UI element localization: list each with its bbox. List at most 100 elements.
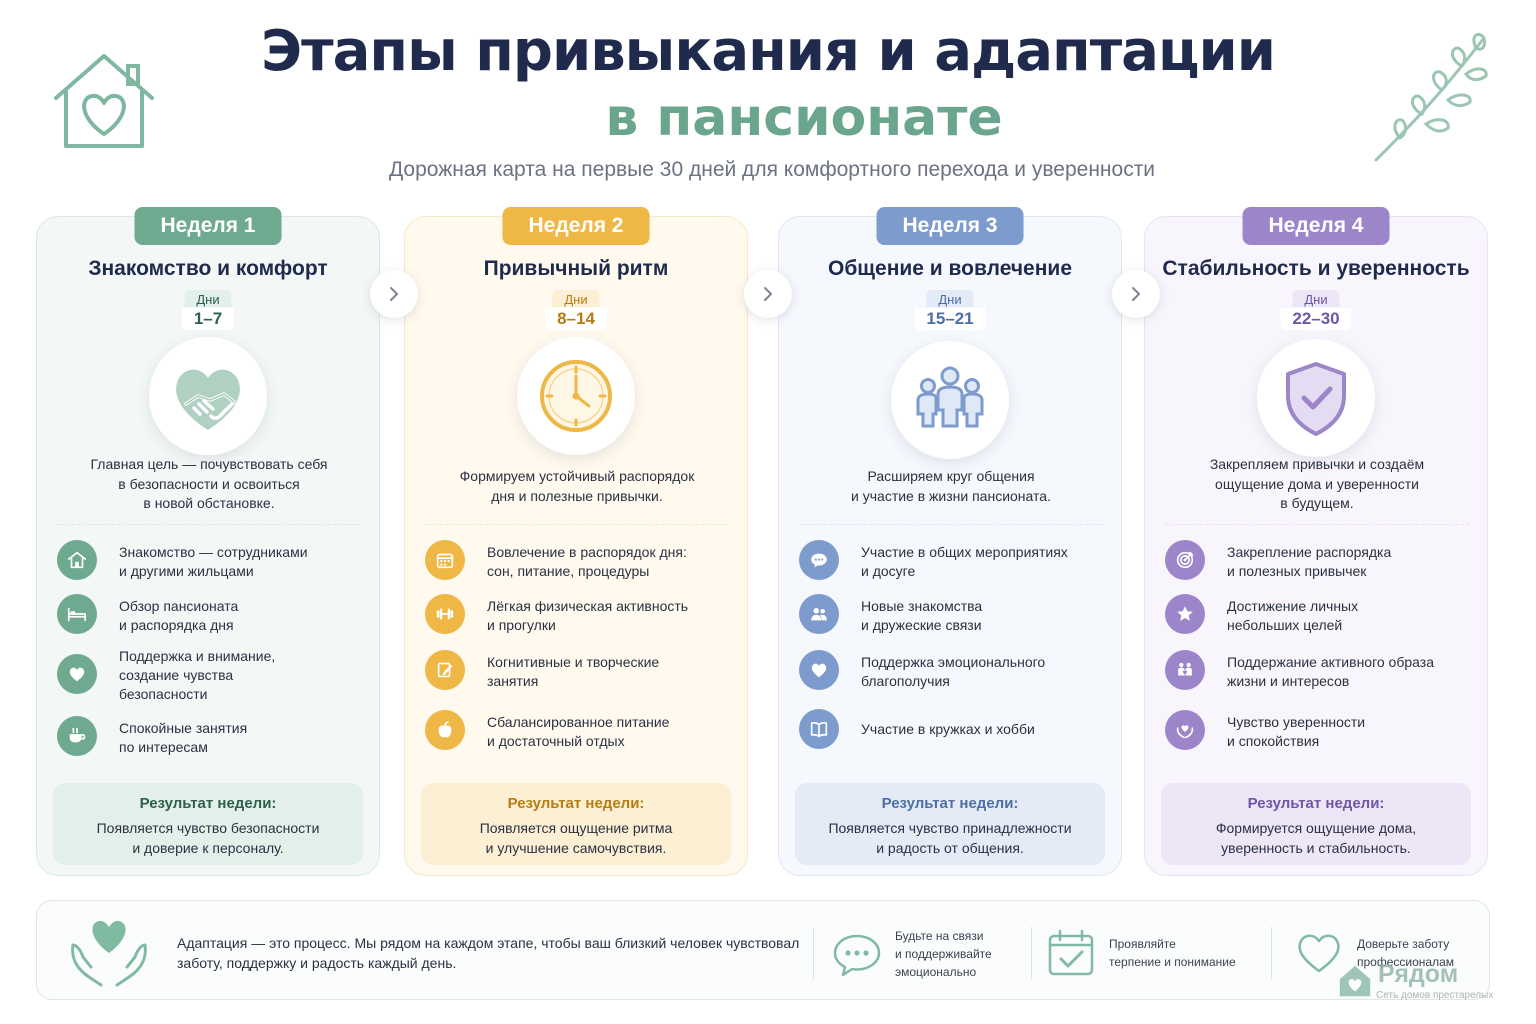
activity-icon-badge xyxy=(1165,594,1205,634)
footer-message: Адаптация — это процесс. Мы рядом на каж… xyxy=(177,935,800,971)
activity-item: Когнитивные и творческие занятия xyxy=(425,649,735,691)
hero-badge xyxy=(1257,339,1375,457)
chevron-right-icon xyxy=(764,287,772,301)
footer-divider xyxy=(813,927,814,979)
chevron-right-icon xyxy=(390,287,398,301)
clock-icon xyxy=(540,360,612,432)
heart-icon xyxy=(69,667,85,681)
house-icon xyxy=(67,551,87,569)
hero-badge xyxy=(891,341,1009,459)
activity-icon-badge xyxy=(1165,540,1205,580)
activity-item: Поддержка и внимание, создание чувства б… xyxy=(57,643,367,704)
days-label: Дни xyxy=(184,290,232,307)
activity-text: Поддержание активного образа жизни и инт… xyxy=(1227,654,1434,689)
brand-tagline: Сеть домов престарелых xyxy=(1376,990,1494,1001)
result-title: Результат недели: xyxy=(881,795,1019,812)
tip-patience: Проявляйте терпение и понимание xyxy=(1045,927,1236,979)
days-label: Дни xyxy=(1292,290,1340,307)
activity-item: Спокойные занятия по интересам xyxy=(57,715,367,757)
activity-icon-badge xyxy=(799,709,839,749)
activity-icon-badge xyxy=(1165,650,1205,690)
house-logo-icon xyxy=(1339,965,1371,997)
next-arrow-2[interactable] xyxy=(744,270,792,318)
days-range: 1–7 xyxy=(181,308,235,330)
activity-item: Новые знакомства и дружеские связи xyxy=(799,593,1109,635)
section-divider xyxy=(57,524,361,525)
activity-icon-badge xyxy=(425,594,465,634)
heart-icon xyxy=(811,663,827,678)
activity-text: Сбалансированное питание и достаточный о… xyxy=(487,714,670,749)
activity-text: Вовлечение в распорядок дня: сон, питани… xyxy=(487,544,687,579)
next-arrow-3[interactable] xyxy=(1112,270,1160,318)
page-title-accent: в пансионате xyxy=(605,88,1003,148)
activity-item: Знакомство — сотрудниками и другими жиль… xyxy=(57,539,367,581)
section-divider xyxy=(425,524,729,525)
result-text: Появляется чувство безопасности и довери… xyxy=(96,820,320,856)
week-badge: Неделя 2 xyxy=(502,207,650,245)
hero-badge xyxy=(517,337,635,455)
result-text: Появляется ощущение ритма и улучшение са… xyxy=(479,820,673,856)
people-group-icon xyxy=(916,366,984,428)
activity-text: Поддержка и внимание, создание чувства б… xyxy=(119,648,276,702)
dumbbell-icon xyxy=(436,608,454,620)
activity-text: Поддержка эмоционального благополучия xyxy=(861,654,1046,689)
bed-icon xyxy=(67,607,87,622)
activity-item: Обзор пансионата и распорядка дня xyxy=(57,593,367,635)
friends-icon xyxy=(811,608,827,621)
apple-icon xyxy=(438,721,452,738)
brand-logo: Рядом Сеть домов престарелых xyxy=(1336,958,1536,1018)
calendar-icon xyxy=(436,553,454,569)
result-title: Результат недели: xyxy=(1247,795,1385,812)
days-range: 15–21 xyxy=(914,308,986,330)
activity-item: Вовлечение в распорядок дня: сон, питани… xyxy=(425,539,735,581)
calendar-check-icon xyxy=(1048,929,1094,976)
family-icon xyxy=(1178,662,1192,676)
activity-text: Спокойные занятия по интересам xyxy=(119,720,248,755)
week-title: Знакомство и комфорт xyxy=(88,257,328,280)
activity-icon-badge xyxy=(57,594,97,634)
week-result: Результат недели:Появляется чувство безо… xyxy=(53,783,363,865)
activity-text: Чувство уверенности и спокойствия xyxy=(1227,714,1366,749)
tip-keep-in-touch: Будьте на связи и поддерживайте эмоциона… xyxy=(831,927,992,981)
result-title: Результат недели: xyxy=(507,795,645,812)
week-goal: Закрепляем привычки и создаём ощущение д… xyxy=(1209,456,1425,511)
activity-item: Поддержание активного образа жизни и инт… xyxy=(1165,649,1475,691)
week-title: Стабильность и уверенность xyxy=(1162,257,1470,280)
week-goal: Расширяем круг общения и участие в жизни… xyxy=(851,468,1051,504)
activity-item: Участие в кружках и хобби xyxy=(799,709,1109,749)
activity-item: Достижение личных небольших целей xyxy=(1165,593,1475,635)
result-text: Формируется ощущение дома, уверенность и… xyxy=(1215,820,1417,856)
activity-item: Закрепление распорядка и полезных привыч… xyxy=(1165,539,1475,581)
days-range: 8–14 xyxy=(545,308,607,330)
week-title: Привычный ритм xyxy=(483,257,669,280)
week-goal: Формируем устойчивый распорядок дня и по… xyxy=(459,468,695,504)
next-arrow-1[interactable] xyxy=(370,270,418,318)
days-label: Дни xyxy=(926,290,974,307)
activity-icon-badge xyxy=(1165,710,1205,750)
shield-check-icon xyxy=(1286,362,1346,436)
star-icon xyxy=(1177,606,1193,621)
week-result: Результат недели: Появляется чувство прин… xyxy=(795,783,1105,865)
chat-bubble-icon xyxy=(811,553,827,568)
week-badge: Неделя 1 xyxy=(134,207,282,245)
activity-text: Участие в кружках и хобби xyxy=(861,720,1035,737)
week-result: Результат недели: Формируется ощущение до… xyxy=(1161,783,1471,865)
activity-item: Сбалансированное питание и достаточный о… xyxy=(425,709,735,751)
week-badge: Неделя 4 xyxy=(1242,207,1390,245)
chat-bubble-icon xyxy=(833,934,881,977)
footer-divider xyxy=(1271,927,1272,979)
page-subtitle: Дорожная карта на первые 30 дней для ком… xyxy=(388,158,1156,181)
house-heart-icon xyxy=(54,54,154,148)
activity-item: Чувство уверенности и спокойствия xyxy=(1165,709,1475,751)
book-icon xyxy=(810,722,828,738)
page-title: Этапы привыкания и адаптации xyxy=(261,19,1276,84)
week-result: Результат недели: Появляется ощущение рит… xyxy=(421,783,731,865)
footer-divider xyxy=(1031,927,1032,979)
heart-hands-icon xyxy=(1176,725,1194,739)
activity-icon-badge xyxy=(799,540,839,580)
activity-text: Когнитивные и творческие занятия xyxy=(487,654,660,689)
result-text: Появляется чувство принадлежности и радо… xyxy=(828,820,1072,856)
